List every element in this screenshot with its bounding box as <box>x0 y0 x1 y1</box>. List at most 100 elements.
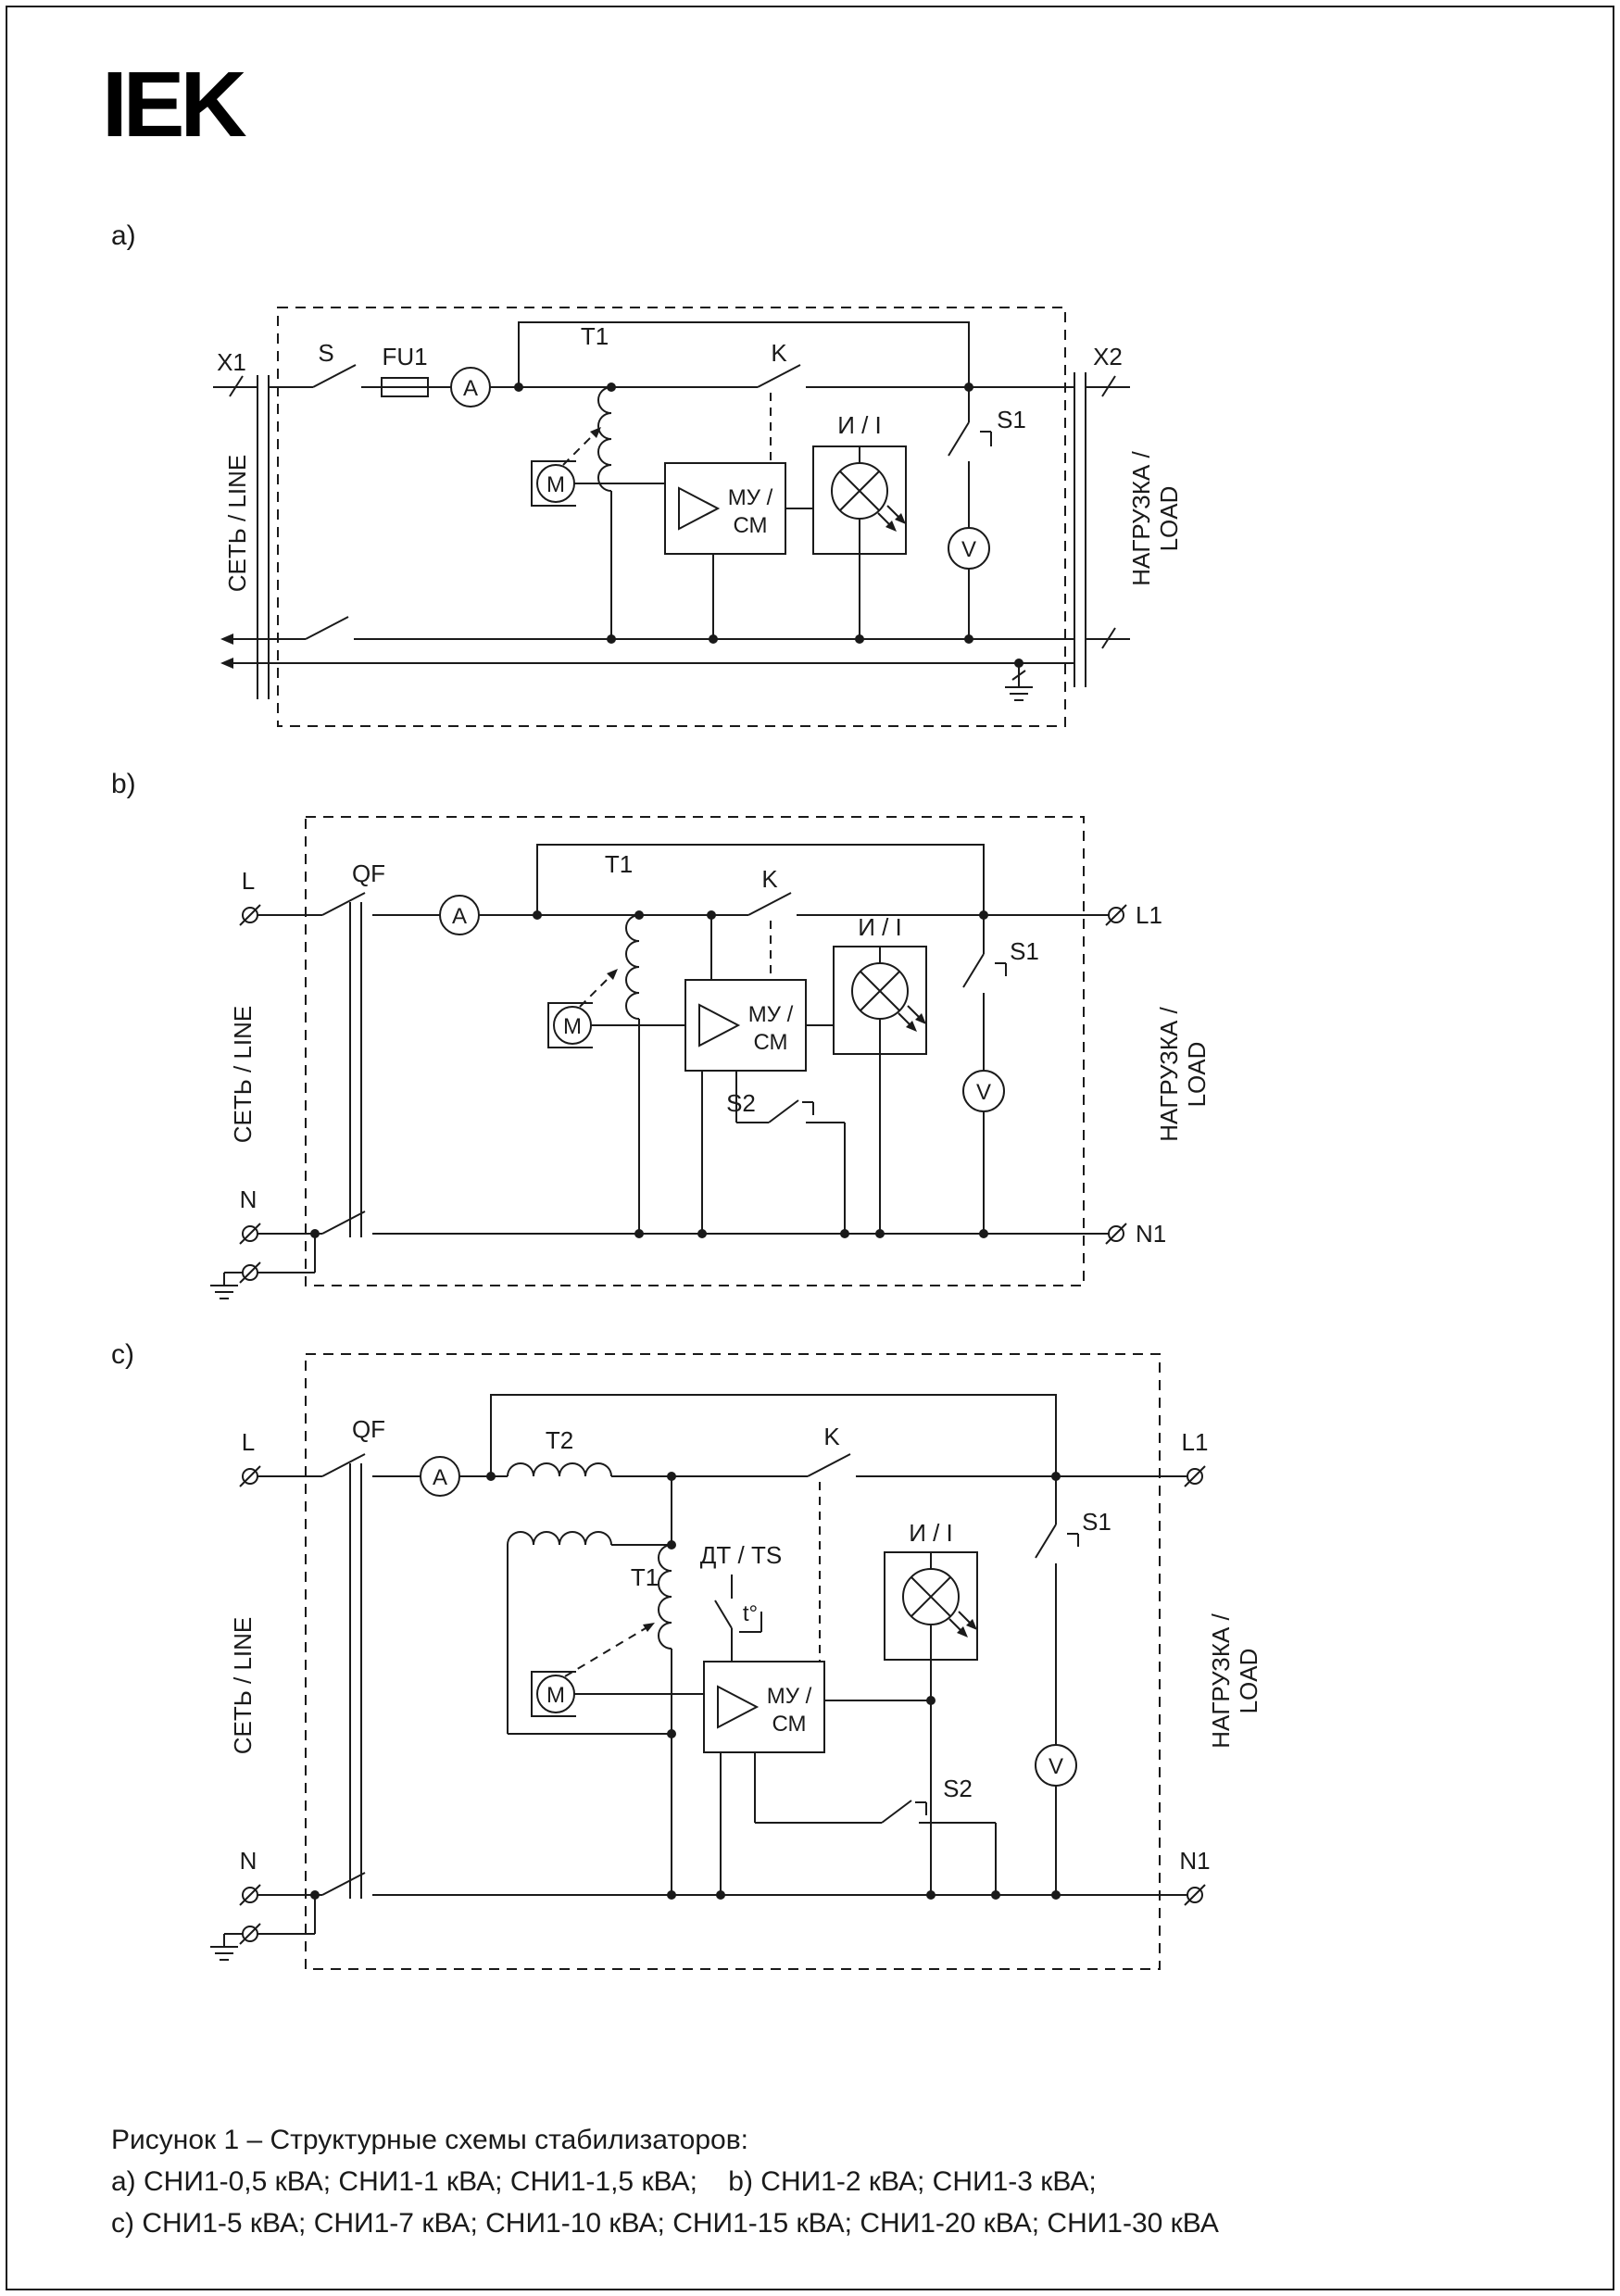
breaker-lever-icon <box>321 1453 366 1477</box>
switch-lever-icon <box>948 421 970 457</box>
ammeter-label: A <box>433 1465 447 1490</box>
mu-label: МУ / <box>748 1002 794 1027</box>
voltmeter: V <box>948 527 990 639</box>
terminal-l-label: L <box>242 1428 255 1456</box>
ammeter: A <box>420 1456 491 1497</box>
line-side-label: СЕТЬ / LINE <box>229 1617 257 1755</box>
indicator-label: И / I <box>909 1519 953 1547</box>
contact-lever-icon <box>757 364 801 388</box>
breaker-lever-icon <box>321 1872 366 1896</box>
breaker-qf: QF <box>321 859 440 1237</box>
switch-lever-icon <box>881 1800 912 1824</box>
led-arrow-icon <box>895 513 906 524</box>
terminal-x1-label: Х1 <box>217 348 246 376</box>
coil-icon <box>597 386 612 492</box>
indicator-label: И / I <box>858 913 902 941</box>
stabilizer-outline <box>277 307 1066 727</box>
terminal-tick-icon <box>229 375 244 397</box>
switch-lever-icon <box>1035 1524 1057 1559</box>
section-label-a: a) <box>111 220 136 251</box>
terminal-l: L <box>239 1428 322 1487</box>
transformer-t1: T1 <box>605 850 644 1234</box>
arrow-left-icon <box>220 658 233 669</box>
contactor-k-label: K <box>771 339 787 367</box>
terminal-x2-label: Х2 <box>1093 343 1123 370</box>
section-label-c: c) <box>111 1339 134 1370</box>
terminal-icon <box>1187 1468 1203 1485</box>
control-unit-mu-cm: МУ / СМ <box>703 1661 936 1895</box>
switch-s-label: S <box>318 339 333 367</box>
diagram-a: Х1 СЕТЬ / LINE S FU1 A T1 <box>213 307 1183 727</box>
load-side-label-1: НАГРУЗКА / <box>1155 1006 1183 1141</box>
terminal-icon <box>1187 1887 1203 1903</box>
motor-label: М <box>546 1683 565 1708</box>
switch-lever-icon <box>312 364 357 388</box>
motor-label: М <box>546 472 565 497</box>
indicator-label: И / I <box>837 411 882 439</box>
drive-link <box>562 430 598 466</box>
switch-s2: S2 <box>726 1089 846 1234</box>
load-side-label-1: НАГРУЗКА / <box>1207 1612 1235 1748</box>
load-side-label-2: LOAD <box>1235 1649 1262 1714</box>
motor-m: М <box>547 969 685 1048</box>
mu-label: МУ / <box>767 1684 812 1709</box>
switch-s1: S1 <box>948 387 1026 528</box>
led-arrow-icon <box>957 1626 968 1637</box>
led-arrow-icon <box>885 521 897 532</box>
terminal-l-label: L <box>242 867 255 895</box>
voltmeter: V <box>1035 1744 1077 1895</box>
led-arrow-icon <box>915 1013 926 1024</box>
terminal-l: L <box>239 867 322 926</box>
contactor-k: K <box>757 339 969 463</box>
switch-s1-label: S1 <box>997 406 1026 433</box>
pe-line <box>220 658 1074 701</box>
diagram-b: L СЕТЬ / LINE QF A T1 <box>210 816 1211 1299</box>
pe-terminal <box>210 1895 316 1961</box>
terminal-x2: Х2 <box>1074 343 1130 687</box>
led-arrow-icon <box>966 1619 977 1630</box>
switch-lever-icon <box>305 616 349 640</box>
ammeter-label: A <box>452 904 467 929</box>
neutral-rail: N N1 <box>239 1186 1166 1248</box>
motor-m: М <box>531 427 665 507</box>
thermal-sensor-dt: ДТ / TS t° <box>700 1541 782 1662</box>
thermal-sensor-label: ДТ / TS <box>700 1541 782 1569</box>
terminal-n1-label: N1 <box>1136 1220 1166 1248</box>
breaker-lever-icon <box>321 892 366 916</box>
motor-label: М <box>563 1014 582 1039</box>
ground-icon <box>210 1285 238 1299</box>
bypass-wire <box>490 1394 1057 1476</box>
neutral-rail: N N1 <box>239 1847 1211 1906</box>
caption-line-2: a) СНИ1-0,5 кВА; СНИ1-1 кВА; СНИ1-1,5 кВ… <box>111 2166 1097 2197</box>
drive-link <box>579 972 615 1008</box>
voltmeter-label: V <box>976 1080 991 1105</box>
load-side-label-2: LOAD <box>1183 1042 1211 1108</box>
figure-caption: Рисунок 1 – Структурные схемы стабилизат… <box>111 2119 1219 2244</box>
t1-label: T1 <box>581 322 609 350</box>
motor-frame-icon <box>547 1002 593 1048</box>
switch-lever-icon <box>768 1099 799 1123</box>
contact-lever-icon <box>747 892 792 916</box>
line-side-label: СЕТЬ / LINE <box>223 455 251 593</box>
fuse-fu1: FU1 <box>361 343 451 397</box>
bypass-wire <box>518 321 970 387</box>
temperature-label: t° <box>743 1601 758 1626</box>
pe-tick-icon <box>1011 670 1026 681</box>
breaker-label: QF <box>352 1415 385 1443</box>
coil-icon <box>625 914 640 1020</box>
terminal-l1-label: L1 <box>1136 901 1162 929</box>
cm-label: СМ <box>772 1712 806 1737</box>
voltmeter-label: V <box>1049 1754 1063 1779</box>
caption-line-3: c) СНИ1-5 кВА; СНИ1-7 кВА; СНИ1-10 кВА; … <box>111 2208 1219 2239</box>
ammeter: A <box>450 367 519 408</box>
contactor-k: K <box>747 865 984 980</box>
contact-lever-icon <box>807 1453 851 1477</box>
terminal-n1-label: N1 <box>1179 1847 1210 1875</box>
contactor-k-label: K <box>823 1423 840 1450</box>
cm-label: СМ <box>733 513 767 538</box>
led-arrow-icon <box>906 1021 917 1032</box>
terminal-l1: L1 <box>1105 901 1162 929</box>
breaker-lever-icon <box>321 1211 366 1235</box>
t1-label: T1 <box>631 1563 659 1591</box>
iek-logo: IEK <box>102 53 247 157</box>
